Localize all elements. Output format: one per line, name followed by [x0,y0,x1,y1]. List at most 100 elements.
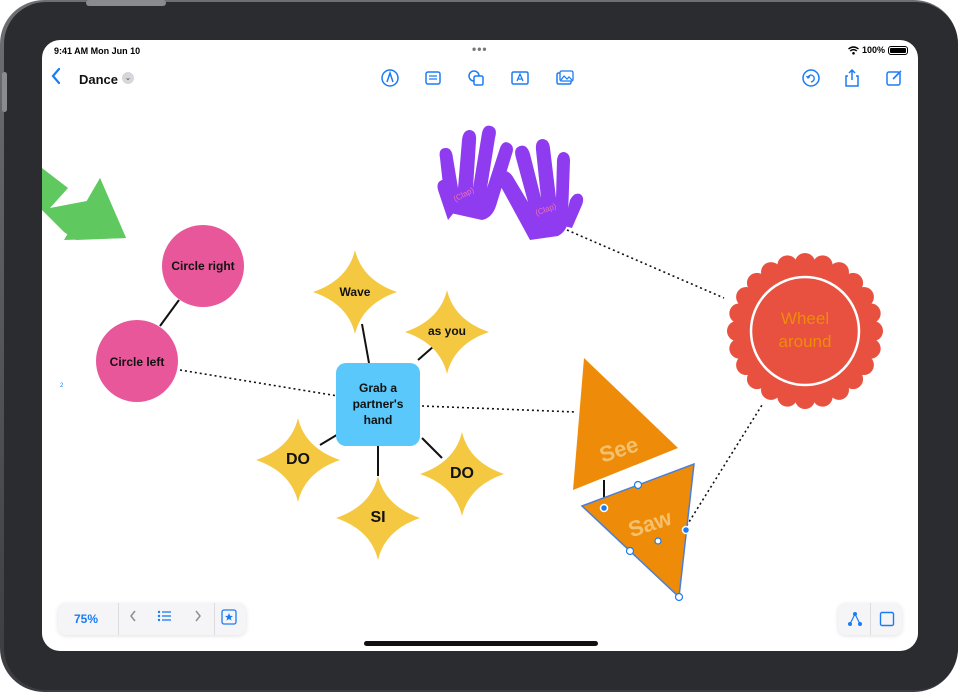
shapes-button[interactable] [466,68,486,88]
badge-scallop [729,303,750,324]
connector-clap-wheel[interactable] [566,229,725,299]
connector-circle-left-grab[interactable] [179,369,339,397]
badge-scallop [777,386,798,407]
badge-scallop [853,287,874,307]
badge-scallop [795,389,815,409]
status-right: 100% [848,45,908,55]
see-triangle-shape[interactable] [573,358,678,490]
connector-icon [848,612,862,626]
status-bar: 9:41 AM Mon Jun 10 ••• 100% [42,40,918,60]
connector-grab-do-right[interactable] [421,437,443,459]
pen-icon [381,69,399,87]
back-button[interactable] [50,67,62,89]
badge-scallop [812,255,833,276]
home-indicator[interactable] [364,641,598,646]
circle-right-label: Circle right [171,259,235,273]
add-scene-button[interactable] [221,609,237,630]
badge-scallop [729,338,750,359]
shapes-icon [468,70,484,86]
badge-scallop [843,369,864,390]
media-icon [556,70,574,85]
wheel-label: Wheel around [778,309,832,351]
text-box-button[interactable] [510,68,530,88]
zoom-level-button[interactable]: 75% [74,612,99,626]
multitasking-dots[interactable]: ••• [472,42,488,56]
chevron-down-icon: ⌄ [124,73,132,82]
undo-button[interactable] [801,68,821,88]
badge-scallop [860,303,881,324]
badge-scallop [863,321,883,341]
badge-scallop [761,379,781,400]
document-title[interactable]: Dance [79,72,119,87]
do-left-label: DO [286,451,310,468]
as-you-label: as you [427,324,466,338]
battery-icon [888,45,908,55]
wave-label: Wave [339,285,371,299]
divider [118,603,119,635]
asyou-star-shape[interactable] [405,290,489,374]
wave-star-shape[interactable] [313,250,397,334]
list-icon [157,610,171,622]
edit-button[interactable] [884,68,904,88]
edit-icon [886,70,902,86]
status-time: 9:41 AM Mon Jun 10 [54,46,141,56]
previous-button[interactable] [128,609,138,628]
circle-right-shape[interactable] [162,225,244,307]
chevron-right-icon [195,610,201,622]
sticky-note-button[interactable] [423,68,443,88]
circle-left-label: Circle left [109,355,165,369]
badge-scallop [736,287,757,307]
badge-scallop [829,262,849,283]
star-icon [221,609,237,625]
connector-circle-right-left[interactable] [159,299,180,327]
freeform-canvas[interactable] [42,40,918,651]
pen-tool-button[interactable] [380,68,400,88]
connector-saw-wheel[interactable] [683,404,763,531]
si-label: SI [370,509,386,526]
scenes-list-button[interactable] [157,609,173,628]
next-button[interactable] [193,609,203,628]
wheel-badge-shape[interactable] [727,253,883,409]
grab-hand-label: Grab a partner's hand [352,381,404,427]
top-button [86,0,166,6]
circle-left-shape[interactable] [96,320,178,402]
screen: Circle right Circle left Wave as you Gra… [42,40,918,651]
divider [214,603,215,635]
frame-button[interactable] [879,611,895,632]
navigation-controls: 75% [58,603,246,635]
do-right-star-shape[interactable] [420,432,504,516]
selection-handles[interactable] [599,480,691,602]
diagram-controls [838,603,902,635]
badge-scallop [812,386,833,407]
badge-scallop [843,272,864,293]
badge-scallop [795,253,815,273]
share-button[interactable] [842,68,862,88]
connector-grab-see[interactable] [421,405,577,413]
connector-grab-wave[interactable] [361,323,370,364]
grab-hand-shape[interactable] [336,363,420,446]
media-button[interactable] [555,68,575,88]
chevron-left-icon [51,67,61,85]
canvas-left-marker: 2 [60,383,64,389]
clapping-hands-icon[interactable] [437,125,584,240]
side-button [2,72,7,112]
battery-percent: 100% [861,45,885,55]
do-left-star-shape[interactable] [256,418,340,502]
badge-scallop [736,355,757,375]
badge-scallop [777,255,798,276]
badge-scallop [761,262,781,283]
divider [870,603,871,635]
connection-button[interactable] [847,611,863,632]
badge-scallop [860,338,881,359]
connector-grab-asyou[interactable] [417,345,435,361]
green-arrow-head [64,178,126,240]
wifi-icon [848,45,859,55]
square-icon [879,611,895,627]
share-icon [845,68,859,87]
title-menu-button[interactable]: ⌄ [122,72,134,84]
note-icon [425,71,441,85]
si-star-shape[interactable] [336,476,420,560]
undo-icon [802,69,820,87]
badge-scallop [829,379,849,400]
text-box-icon [511,71,529,85]
